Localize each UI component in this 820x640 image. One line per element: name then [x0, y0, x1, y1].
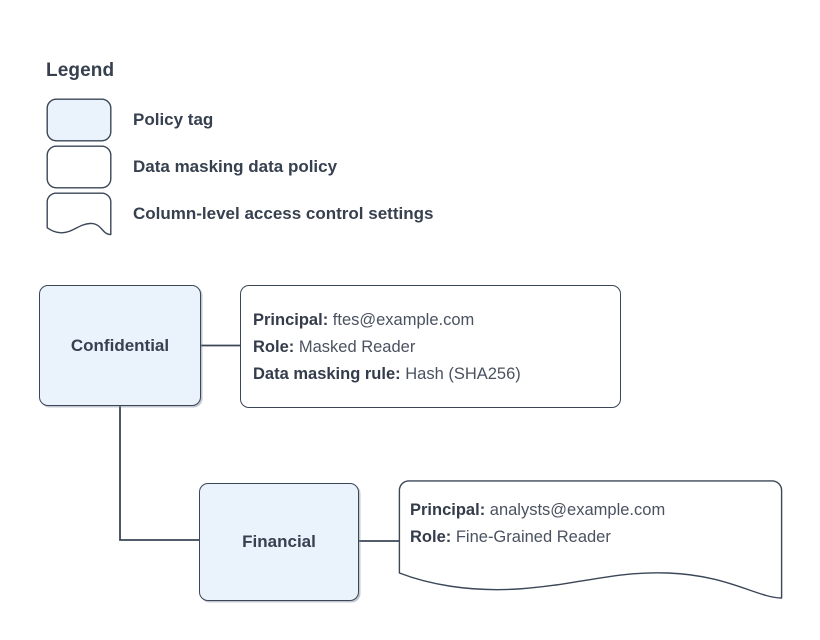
detail-line-role: Role: Masked Reader: [253, 334, 521, 360]
legend-label-data-masking-policy: Data masking data policy: [133, 157, 338, 176]
detail-value-principal: analysts@example.com: [489, 500, 666, 519]
detail-key-principal: Principal:: [253, 310, 329, 329]
edge-confidential-to-financial: [119, 406, 199, 541]
detail-line-role: Role: Fine-Grained Reader: [410, 524, 665, 550]
column-access-settings-swatch-icon: [46, 192, 112, 236]
detail-key-masking-rule: Data masking rule:: [253, 364, 401, 383]
detail-line-masking-rule: Data masking rule: Hash (SHA256): [253, 361, 521, 387]
detail-key-role: Role:: [253, 337, 295, 356]
detail-text-financial-policy: Principal: analysts@example.com Role: Fi…: [410, 464, 665, 582]
detail-value-role: Fine-Grained Reader: [455, 527, 611, 546]
detail-line-principal: Principal: analysts@example.com: [410, 497, 665, 523]
data-masking-policy-swatch-icon: [46, 145, 112, 189]
document-shape-icon: [398, 480, 783, 599]
detail-key-principal: Principal:: [410, 500, 486, 519]
detail-box-financial-policy[interactable]: Principal: analysts@example.com Role: Fi…: [398, 480, 783, 599]
detail-key-role: Role:: [410, 527, 452, 546]
node-financial-label: Financial: [242, 532, 316, 551]
detail-value-masking-rule: Hash (SHA256): [405, 364, 521, 383]
node-financial[interactable]: Financial: [199, 483, 359, 601]
detail-value-role: Masked Reader: [298, 337, 416, 356]
detail-line-principal: Principal: ftes@example.com: [253, 307, 521, 333]
legend-label-column-access-settings: Column-level access control settings: [133, 204, 434, 223]
detail-value-principal: ftes@example.com: [332, 310, 475, 329]
legend-title: Legend: [46, 60, 115, 81]
node-confidential-label: Confidential: [70, 335, 170, 355]
node-confidential[interactable]: Confidential: [39, 285, 201, 406]
detail-box-confidential-policy[interactable]: Principal: ftes@example.com Role: Masked…: [240, 285, 621, 408]
legend-label-policy-tag: Policy tag: [133, 110, 214, 129]
policy-tag-swatch-icon: [46, 98, 112, 142]
detail-text-confidential-policy: Principal: ftes@example.com Role: Masked…: [253, 286, 521, 407]
